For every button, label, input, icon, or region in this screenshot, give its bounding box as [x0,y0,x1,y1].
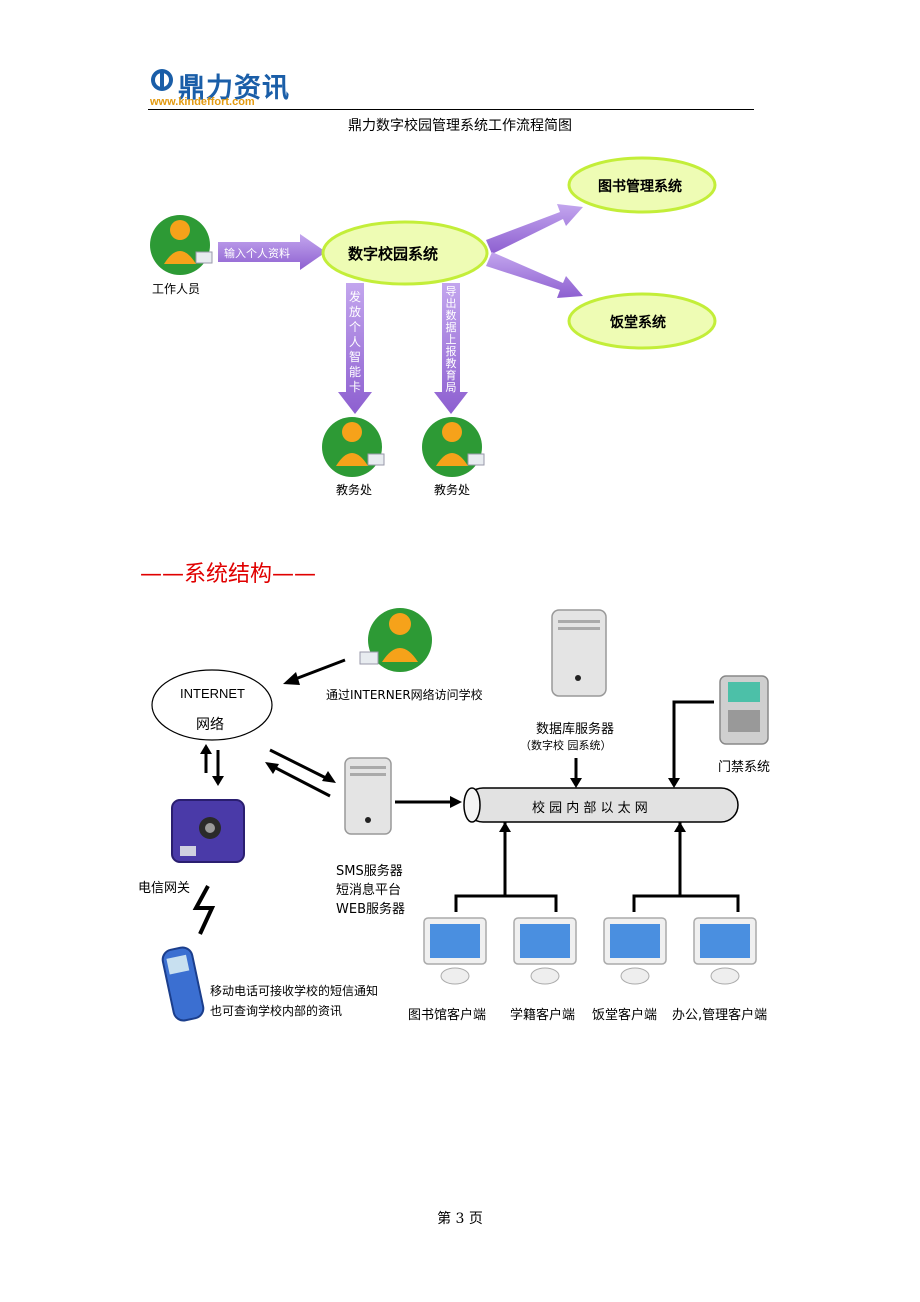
arrow-to-library [486,204,583,254]
client-label-4: 办公,管理客户端 [672,1008,768,1023]
client-label-2: 学籍客户端 [510,1008,576,1023]
client-label-3: 饭堂客户端 [592,1008,658,1023]
flow-title: 鼎力数字校园管理系统工作流程简图 [348,118,572,134]
db-server-label: 数据库服务器 [536,722,615,737]
worker-label: 工作人员 [152,282,201,296]
canteen-ellipse [567,292,717,350]
library-label: 图书管理系统 [598,179,682,195]
logo-url: www.kindeffort.com [150,96,255,108]
client-monitor-icon-2 [513,917,577,985]
center-label: 数字校园系统 [348,245,439,263]
network-label: 网络 [196,717,224,733]
internet-label: INTERNET [180,686,245,701]
canteen-label: 饭堂系统 [610,315,666,331]
ethernet-label: 校 园 内 部 以 太 网 [532,801,648,816]
lightning-icon [192,885,216,935]
office-left-label: 教务处 [336,483,373,497]
remote-person-icon [359,608,432,672]
office-left-person-icon [322,417,385,477]
logo-name: 鼎力资讯 [178,73,290,104]
mobile-label-2: 也可查询学校内部的资讯 [210,1004,343,1018]
db-server-icon [551,609,607,697]
remote-access-label: 通过INTERNER网络访问学校 [326,688,483,702]
client-label-1: 图书馆客户端 [408,1008,487,1023]
library-ellipse [567,156,717,214]
sms-label-3: WEB服务器 [336,902,405,917]
door-access-icon [719,675,769,745]
door-label: 门禁系统 [718,760,771,775]
flow-diagram [150,156,717,477]
input-arrow [218,234,326,270]
arrow-to-canteen [486,252,583,298]
gateway-icon [171,799,245,863]
sms-server-icon [344,757,392,835]
down-right-label: 导出数据上报教育局 [445,285,457,394]
mobile-label-1: 移动电话可接收学校的短信通知 [210,984,379,998]
office-right-label: 教务处 [434,483,471,497]
worker-person-icon [150,215,213,275]
structure-diagram [151,608,769,1022]
client-monitor-icon-4 [693,917,757,985]
structure-heading: ——系统结构—— [140,562,317,587]
mobile-phone-icon [161,946,205,1022]
center-ellipse [321,220,489,286]
header-rule [148,109,754,110]
db-sub-label: （数字校 园系统） [520,739,612,752]
gateway-label: 电信网关 [138,881,191,896]
internet-ellipse [151,669,273,741]
arrow-down-left [338,283,372,414]
client-monitor-icon-3 [603,917,667,985]
input-arrow-label: 输入个人资料 [224,247,290,260]
page-number: 第 3 页 [437,1211,483,1227]
logo-icon [150,68,174,92]
client-monitor-icon-1 [423,917,487,985]
down-left-label: 发放个人智能卡 [348,290,361,394]
sms-label-1: SMS服务器 [336,864,403,879]
office-right-person-icon [422,417,485,477]
sms-label-2: 短消息平台 [336,883,402,898]
remote-arrow-head [283,672,300,685]
arrow-down-right [434,283,468,414]
